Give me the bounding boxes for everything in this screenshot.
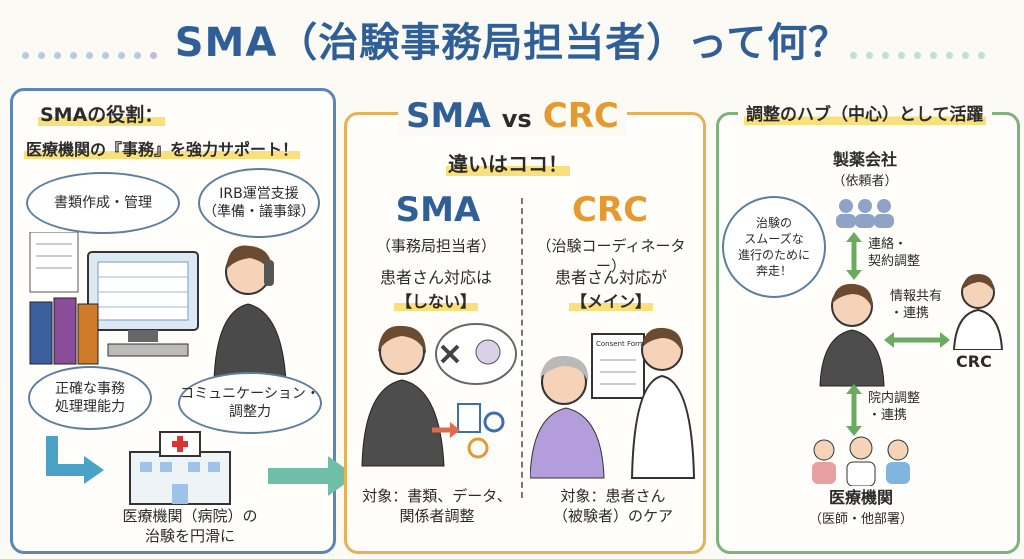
docs-gear-icons xyxy=(432,403,505,459)
panel1-heading: SMAの役割： xyxy=(38,104,166,126)
woman-on-phone xyxy=(213,245,287,382)
hub-sma-person xyxy=(819,283,885,387)
bubble-irb: IRB運営支援 （準備・議事録） xyxy=(198,168,320,238)
sma-woman xyxy=(361,325,445,467)
elderly-patient xyxy=(530,355,605,479)
hub-crc-label: CRC xyxy=(956,352,992,371)
binders xyxy=(29,297,99,365)
sma-illustration xyxy=(361,323,517,467)
hospital-label: 医療機関 xyxy=(828,488,893,507)
arrow-up-down-icon xyxy=(846,232,862,280)
bubble-hub: 治験の スムーズな 進行のために 奔走！ xyxy=(722,196,826,298)
bubble-accuracy: 正確な事務 処理理能力 xyxy=(28,366,152,430)
arrow-right-label: 情報共有 ・連携 xyxy=(890,289,943,321)
company-people-icon xyxy=(836,199,894,228)
panel1-subheading: 医療機関の『事務』を強力サポート！ xyxy=(24,140,301,159)
sma-name: SMA xyxy=(395,190,481,230)
hub-crc-person xyxy=(952,274,1004,350)
crc-role: （治験コーディネーター） xyxy=(536,237,686,275)
company-label: 製薬会社 xyxy=(832,150,897,169)
bent-arrow-icon xyxy=(46,436,104,484)
crc-target: 対象：患者さん （被験者）のケア xyxy=(552,487,673,525)
sma-role: （事務局担当者） xyxy=(375,237,496,255)
hospital-sub: （医師・他部署） xyxy=(808,512,913,527)
bubble-communication: コミュニケーション・ 調整力 xyxy=(178,372,322,434)
panel2-divider xyxy=(521,198,523,498)
arrow-left-right-icon xyxy=(884,332,950,348)
crc-nurse xyxy=(630,327,696,479)
arrow-bottom-label: 院内調整 ・連携 xyxy=(868,391,921,423)
sma-line1: 患者さん対応は xyxy=(379,268,492,287)
panel1-caption: 医療機関（病院）の 治験を円滑に xyxy=(122,507,258,545)
arrow-top-label: 連絡・ 契約調整 xyxy=(868,237,921,269)
crc-line2: 【メイン】 xyxy=(568,292,653,311)
crc-illustration xyxy=(530,327,696,479)
crc-name: CRC xyxy=(571,190,649,230)
consent-form xyxy=(591,333,645,399)
keyboard xyxy=(107,343,189,357)
consent-form-label: Consent Form xyxy=(596,340,645,348)
page-title: SMA（治験事務局担当者）って何？ xyxy=(174,20,850,66)
hospital-staff-icon xyxy=(812,436,910,486)
panel2-title: SMA vs CRC xyxy=(398,96,627,136)
arrow-up-down-lower-icon xyxy=(846,384,862,436)
office-illustration xyxy=(29,232,287,382)
crc-line1: 患者さん対応が xyxy=(554,268,667,287)
title-dots-left xyxy=(22,44,166,59)
thought-bubble xyxy=(435,323,517,385)
sma-line2: 【しない】 xyxy=(393,292,478,311)
title-dots-right xyxy=(850,44,994,59)
connector-arrow-icon xyxy=(268,456,356,496)
company-sub: （依頼者） xyxy=(832,174,898,189)
hospital-icon xyxy=(129,431,231,505)
sma-target: 対象：書類、データ、 関係者調整 xyxy=(362,487,512,525)
panel3-heading: 調整のハブ（中心）として活躍 xyxy=(738,100,992,125)
documents-stack xyxy=(29,232,79,293)
bubble-documents: 書類作成・管理 xyxy=(26,172,180,234)
panel2-subtitle: 違いはココ！ xyxy=(446,152,570,176)
